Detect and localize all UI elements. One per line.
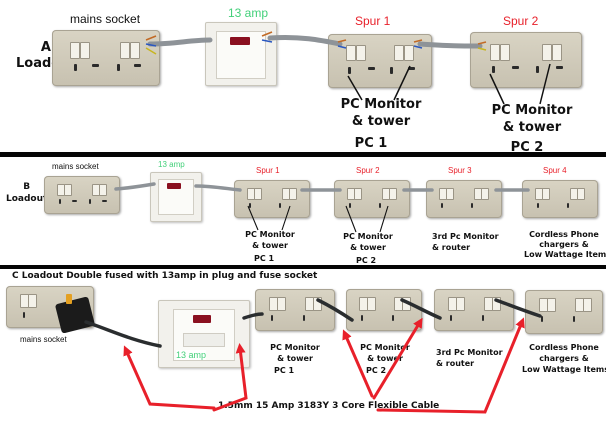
arrow-cable-5 [376,317,525,414]
section-b-mains-socket [44,176,120,214]
section-c-spur4-socket [525,290,603,334]
section-b-pc1-desc: PC Monitor & tower [245,230,295,250]
section-c-fuse-label: 13 amp [176,350,207,360]
section-b-spur4-label: Spur 4 [543,166,567,175]
section-b-pc3-desc: 3rd Pc Monitor & router [432,232,499,252]
section-c-spur1-socket [255,289,335,331]
section-b-spur2-socket [334,180,410,218]
section-a-pc1-desc: PC Monitor & tower [340,97,422,129]
section-b-cables [114,182,530,192]
section-c-mains-label: mains socket [20,335,67,344]
section-b-spur2-label: Spur 2 [356,166,380,175]
section-c-pc2-name: PC 2 [365,366,387,375]
section-b-spur1-label: Spur 1 [256,166,280,175]
section-b-spur1-socket [234,180,310,218]
section-a-pc1-name: PC 1 [354,136,388,151]
section-c-plug-fuse [66,294,72,304]
divider-b-c [0,265,606,269]
section-b-fuse-label: 13 amp [158,160,185,169]
section-a-wire-ends [145,31,487,55]
section-b-spur3-socket [426,180,502,218]
section-a-pointers [347,63,551,105]
section-c-pc1-name: PC 1 [273,366,295,375]
divider-a-b [0,152,606,157]
section-a-spur1-socket [328,34,432,88]
section-c-phone-desc: Cordless Phone chargers & Low Wattage It… [522,343,606,374]
section-b-pc2-desc: PC Monitor & tower [343,232,393,252]
section-c-title: C Loadout Double fused with 13amp in plu… [12,271,318,281]
section-b-spur4-socket [522,180,598,218]
cable-a-fuse-spur1 [267,34,343,47]
section-a-mains-socket [52,30,160,86]
section-c-pc1-desc: PC Monitor & tower [270,343,320,363]
section-c-pc2-desc: PC Monitor & tower [360,343,410,363]
cable-c-plug-fuse [84,320,162,348]
section-c-pc3-desc: 3rd Pc Monitor & router [436,348,503,368]
cable-c-spur2-spur3 [400,298,442,320]
cable-c-spur3-spur4 [494,298,542,318]
section-a-fuse-label: 13 amp [228,6,269,20]
section-a-cables [147,34,483,49]
arrow-cable-3 [342,329,374,398]
section-b-title: B Loadout [6,182,48,204]
arrow-cable-1 [123,345,216,410]
section-a-pc2-desc: PC Monitor & tower [491,103,573,135]
section-b-fused-spur [150,172,202,222]
section-a-spur1-label: Spur 1 [355,14,391,28]
section-c-cables [84,298,542,348]
section-a-pc2-name: PC 2 [510,140,544,155]
cable-c-fuse-spur1 [242,312,264,320]
section-b-pc2-name: PC 2 [355,256,377,265]
section-b-phone-desc: Cordless Phone chargers & Low Wattage It… [524,230,606,259]
section-a-spur2-socket [470,32,582,88]
arrow-cable-4 [372,317,423,400]
section-c-spur2-socket [346,289,422,331]
section-b-pointers [247,205,389,233]
section-b-mains-label: mains socket [52,162,99,171]
section-b-pc1-name: PC 1 [253,254,275,263]
section-a-fused-spur [205,22,277,86]
cable-a-mains-fuse [147,37,213,47]
section-c-spur3-socket [434,289,514,331]
arrow-cable-2 [212,343,248,412]
section-a-mains-label: mains socket [70,12,141,26]
section-a-spur2-label: Spur 2 [503,14,539,28]
section-c-cable-label: 1.5mm 15 Amp 3183Y 3 Core Flexible Cable [218,401,440,411]
section-b-spur3-label: Spur 3 [448,166,472,175]
section-c-red-arrows [123,317,525,414]
cable-c-spur1-spur2 [316,298,354,322]
cable-a-spur1-spur2 [417,41,483,49]
